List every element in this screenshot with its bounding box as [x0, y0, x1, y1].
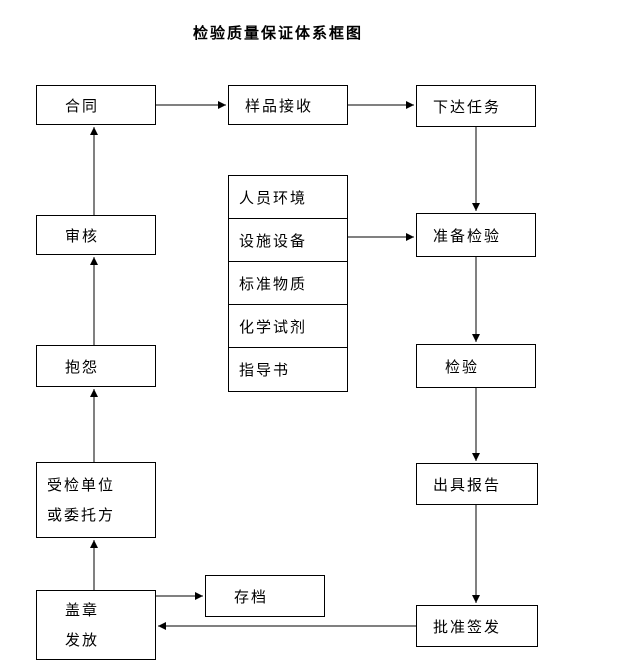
box-sample-reception: 样品接收: [228, 85, 348, 125]
box-stamp-issue: 盖章 发放: [36, 590, 156, 660]
box-prepare-inspection: 准备检验: [416, 213, 536, 257]
stamp-issue-line1: 盖章: [65, 601, 100, 619]
resource-row-facilities-equipment: 设施设备: [229, 219, 347, 262]
diagram-title: 检验质量保证体系框图: [193, 24, 364, 42]
box-approve-issue: 批准签发: [416, 605, 538, 647]
box-resources: 人员环境 设施设备 标准物质 化学试剂 指导书: [228, 175, 348, 392]
resource-row-personnel-environment: 人员环境: [229, 176, 347, 219]
stamp-issue-line2: 发放: [65, 631, 100, 649]
box-review: 审核: [36, 215, 156, 255]
box-contract: 合同: [36, 85, 156, 125]
box-complaint: 抱怨: [36, 345, 156, 387]
box-archive: 存档: [205, 575, 325, 617]
box-issue-task: 下达任务: [416, 85, 536, 127]
resource-row-chemical-reagents: 化学试剂: [229, 305, 347, 348]
inspected-unit-line2: 或委托方: [47, 506, 116, 524]
resource-row-standard-substances: 标准物质: [229, 262, 347, 305]
resource-row-instruction-manual: 指导书: [239, 361, 291, 379]
box-inspected-unit: 受检单位 或委托方: [36, 462, 156, 538]
box-issue-report: 出具报告: [416, 463, 538, 505]
box-inspection: 检验: [416, 344, 536, 388]
inspected-unit-line1: 受检单位: [47, 476, 116, 494]
